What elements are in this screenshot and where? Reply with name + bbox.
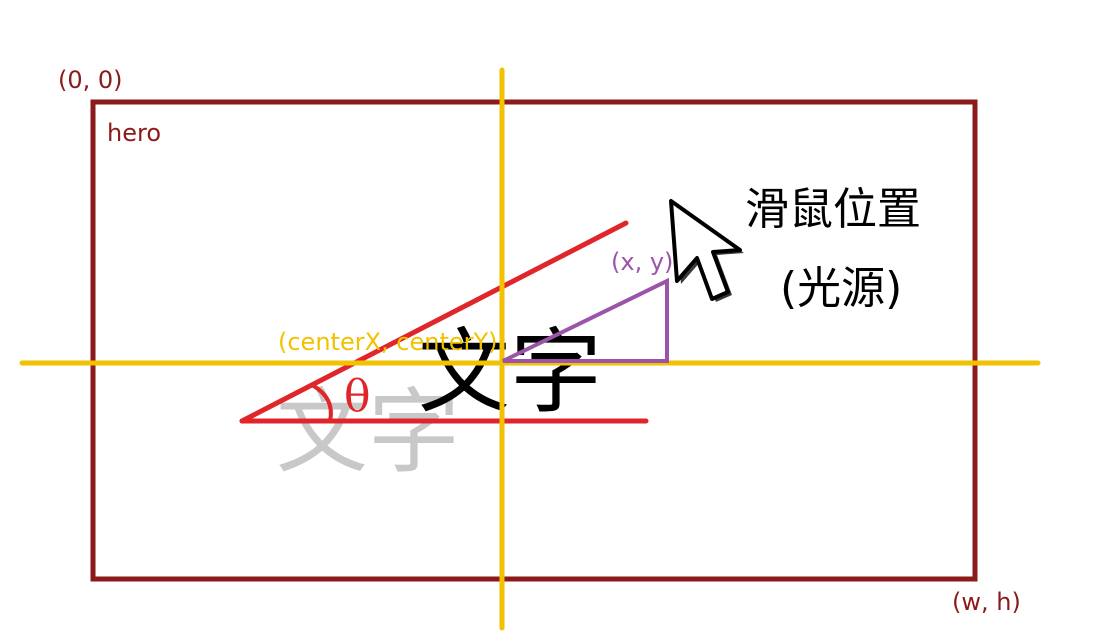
mouse-pointer-icon [669,199,744,302]
hero-label: hero [107,119,161,147]
offset-triangle [502,277,669,363]
light-source-label: (光源) [780,263,902,314]
mouse-point-label: (x, y) [611,248,673,276]
mouse-position-label: 滑鼠位置 [745,184,921,235]
origin-label: (0, 0) [58,66,123,94]
corner-label: (w, h) [952,588,1021,616]
theta-label: θ [344,371,371,422]
light-ray-line [239,220,629,424]
main-text: 文字 [418,319,602,426]
shadow-text: 文字 [276,379,460,486]
hero-frame [90,99,978,582]
angle-arc [310,383,333,422]
center-label: (centerX, centerY) [278,328,498,356]
